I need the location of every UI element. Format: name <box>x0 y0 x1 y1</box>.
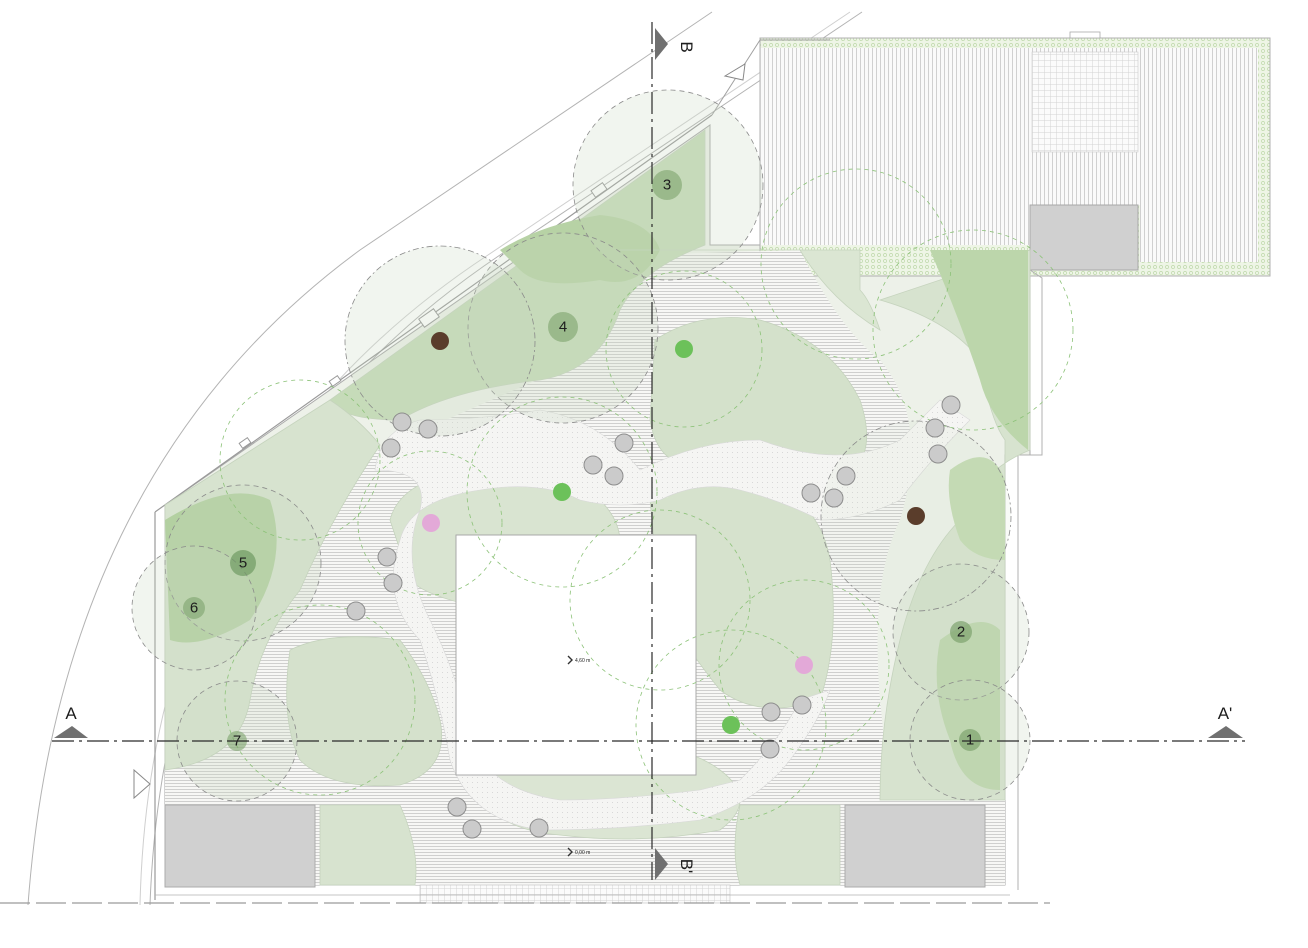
new-tree-canopies <box>219 168 1074 821</box>
tree-6: 6 <box>183 597 205 619</box>
new-tree-pink <box>795 656 813 674</box>
new-tree-green <box>675 340 693 358</box>
building-block-right <box>844 804 986 888</box>
paved-path <box>374 399 971 831</box>
section-line-b: B B' <box>651 22 696 880</box>
tree-2: 2 <box>950 621 972 643</box>
numbered-trees: 1 2 3 4 5 6 7 <box>183 170 981 751</box>
section-b-end-marker <box>655 848 668 880</box>
section-b-start-marker <box>655 28 668 60</box>
lawn-beds <box>164 129 1031 886</box>
building-roof-area <box>711 31 1271 277</box>
tree-3: 3 <box>652 170 682 200</box>
section-b-end-label: B' <box>677 859 696 874</box>
building-block-left <box>164 804 316 888</box>
svg-text:1: 1 <box>966 732 974 749</box>
new-tree-pink <box>422 514 440 532</box>
svg-text:5: 5 <box>239 555 247 572</box>
section-b-start-label: B <box>677 41 696 52</box>
section-a-end-marker <box>1208 726 1243 738</box>
elevation-label-entrance: 0,00 m <box>575 850 590 856</box>
new-tree-brown <box>431 332 449 350</box>
central-platform <box>455 534 697 776</box>
tree-1: 1 <box>959 729 981 751</box>
new-tree-brown <box>907 507 925 525</box>
svg-text:6: 6 <box>190 600 198 617</box>
stepping-stones <box>346 395 961 839</box>
elevation-marker-entrance: 0,00 m <box>567 847 590 857</box>
tree-4: 4 <box>548 312 578 342</box>
section-a-end-label: A' <box>1218 704 1233 723</box>
svg-text:2: 2 <box>957 624 965 641</box>
new-tree-green <box>553 483 571 501</box>
entry-arrow-top <box>723 63 746 81</box>
right-wall <box>1017 269 1043 890</box>
svg-text:4: 4 <box>559 319 567 336</box>
section-line-a: A A' <box>52 704 1245 742</box>
svg-text:3: 3 <box>663 177 671 194</box>
section-a-start-marker <box>54 726 88 738</box>
wall-pillars <box>238 182 608 450</box>
section-a-start-label: A <box>65 704 77 723</box>
elevation-marker-platform: 4,60 m <box>567 655 590 665</box>
elevation-label-platform: 4,60 m <box>575 658 590 664</box>
entrance-threshold <box>419 884 731 904</box>
entry-arrow-left <box>133 768 151 800</box>
tree-5: 5 <box>230 550 256 576</box>
new-trees <box>422 332 925 734</box>
new-tree-green <box>722 716 740 734</box>
